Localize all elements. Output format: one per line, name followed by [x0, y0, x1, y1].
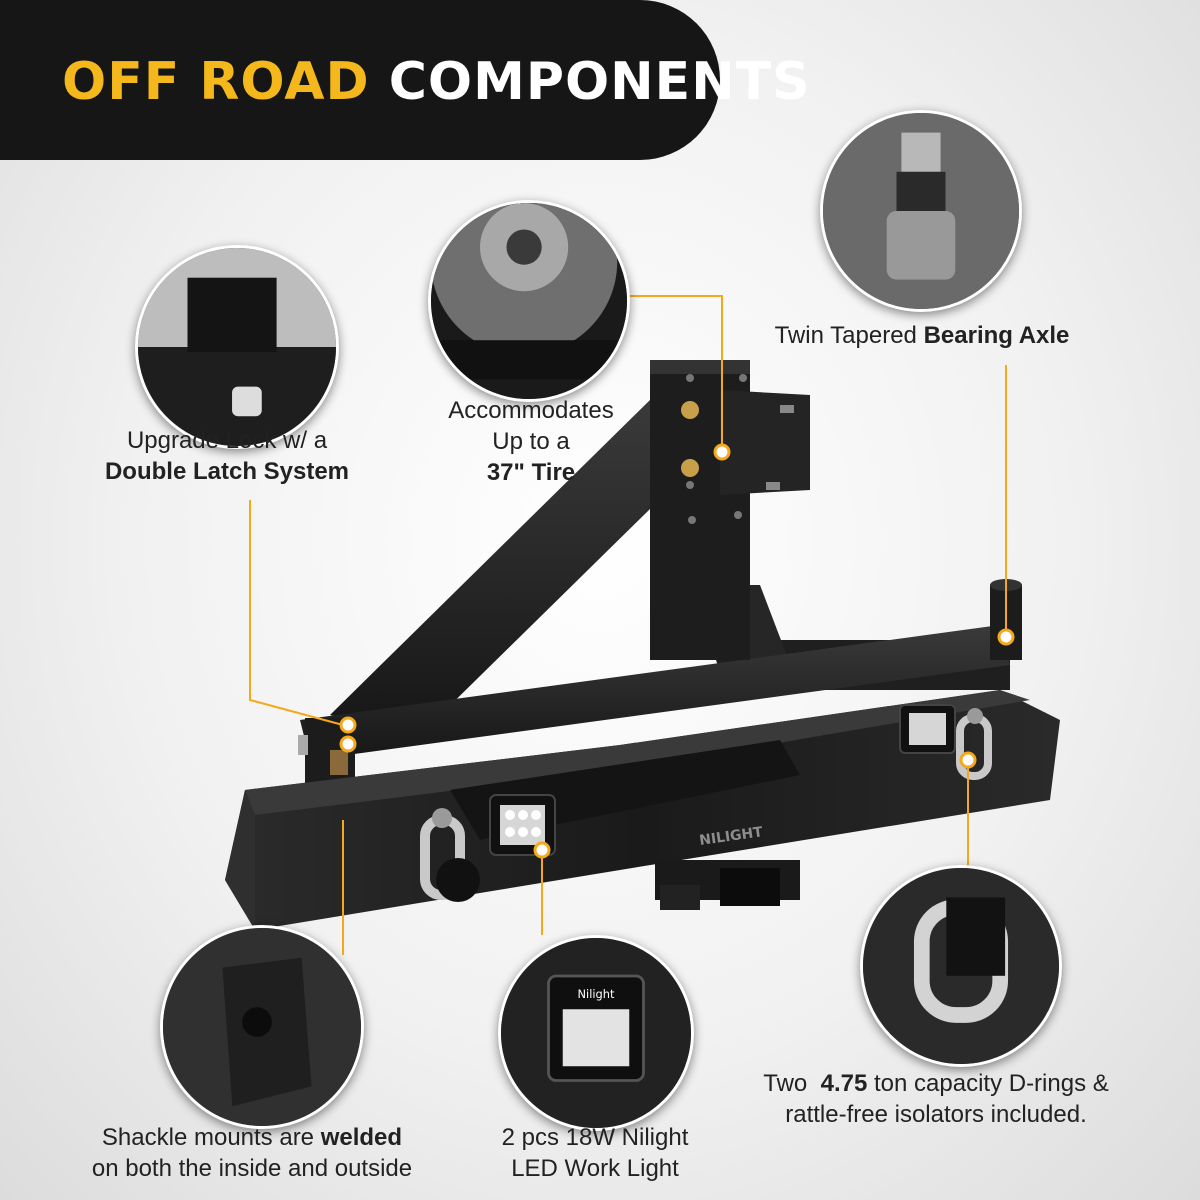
light-caption: 2 pcs 18W Nilight LED Work Light — [502, 1122, 689, 1184]
tire-caption-line2: Up to a — [492, 428, 570, 455]
drings-detail-circle — [860, 865, 1062, 1067]
latch-caption-line1: Upgrade Lock w/ a — [126, 427, 328, 454]
tire-carrier-arm — [300, 360, 1022, 760]
header-banner: OFF ROAD COMPONENTS — [0, 0, 810, 160]
mounts-caption-bold: welded — [320, 1124, 403, 1151]
mounts-caption-line1: Shackle mounts are — [101, 1124, 321, 1151]
drings-caption-rest: ton capacity D-rings & — [867, 1070, 1109, 1097]
light-detail-circle: Nilight — [498, 935, 694, 1131]
mounts-caption-line2: on both the inside and outside — [91, 1155, 413, 1182]
tire-caption-line3: 37" Tire — [486, 459, 576, 486]
drings-caption: Two 4.75 ton capacity D-rings & rattle-f… — [763, 1068, 1109, 1130]
latch-caption-line2: Double Latch System — [104, 458, 350, 485]
axle-caption-normal: Twin Tapered — [774, 322, 924, 349]
latch-detail-circle — [135, 245, 339, 449]
light-caption-line1: 2 pcs 18W Nilight — [501, 1124, 689, 1151]
title-accent-text: OFF ROAD — [62, 52, 370, 112]
mounts-detail-circle — [160, 925, 364, 1129]
mounts-caption: Shackle mounts are welded on both the in… — [92, 1122, 412, 1184]
right-work-light — [899, 704, 956, 754]
drings-caption-bold: 4.75 — [820, 1070, 868, 1097]
latch-caption: Upgrade Lock w/ a Double Latch System — [105, 425, 349, 487]
left-work-light — [489, 794, 556, 856]
title-main-text: COMPONENTS — [388, 52, 811, 112]
axle-detail-circle — [820, 110, 1022, 312]
left-d-ring — [420, 808, 480, 902]
drings-caption-line1: Two — [763, 1070, 821, 1097]
right-d-ring — [956, 708, 992, 780]
light-caption-line2: LED Work Light — [511, 1155, 679, 1182]
tire-detail-circle — [428, 200, 630, 402]
drings-caption-line2: rattle-free isolators included. — [785, 1101, 1087, 1128]
axle-caption: Twin Tapered Bearing Axle — [775, 320, 1070, 351]
tire-caption-line1: Accommodates — [448, 397, 614, 424]
page-title: OFF ROAD COMPONENTS — [62, 56, 811, 108]
tire-caption: Accommodates Up to a 37" Tire — [448, 395, 613, 488]
hitch-receiver — [655, 860, 800, 910]
axle-caption-bold: Bearing Axle — [923, 322, 1070, 349]
light-brand-label: Nilight — [578, 987, 615, 1001]
